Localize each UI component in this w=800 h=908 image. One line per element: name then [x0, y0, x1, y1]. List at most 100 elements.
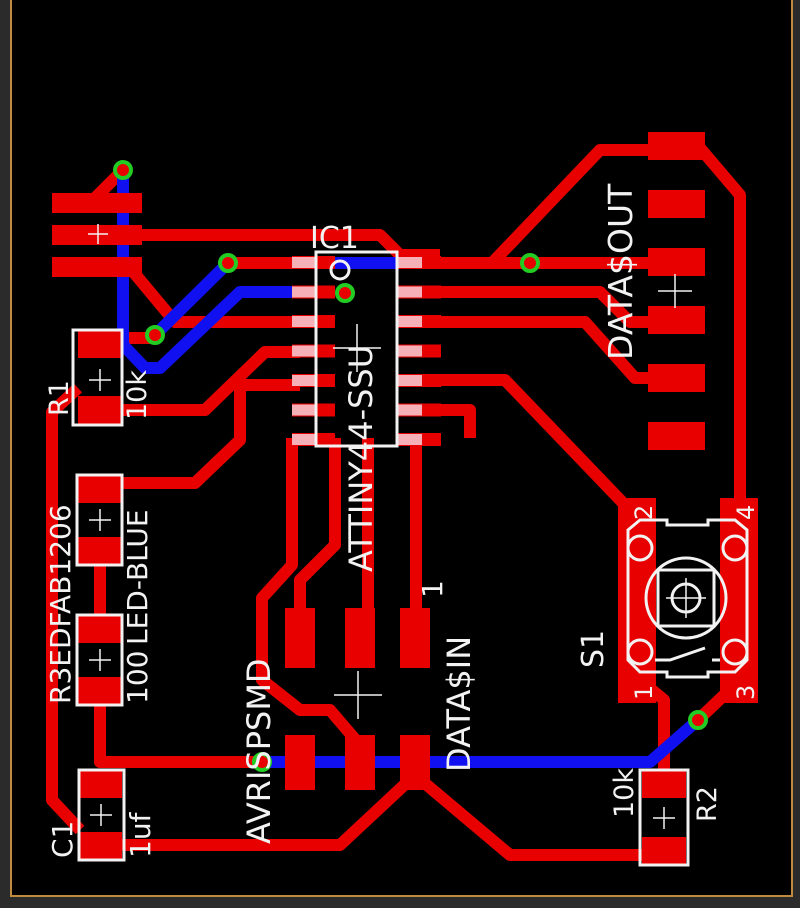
connector-pad — [648, 422, 705, 450]
trace — [150, 258, 233, 340]
c1-pad — [80, 832, 122, 860]
s1-pin-circle — [721, 534, 749, 562]
via — [145, 325, 165, 345]
r2-pad — [642, 837, 686, 865]
isp-pin1-label: 1 — [416, 580, 449, 598]
trace — [46, 383, 85, 835]
ic1-pad-highlight — [398, 286, 422, 298]
r2-pad — [642, 770, 686, 798]
ic1-value: ATTINY44-SSU — [342, 345, 380, 572]
r1-pad — [78, 330, 122, 358]
s1-pin-circle — [626, 638, 654, 666]
ic1-pad-highlight — [398, 257, 422, 268]
connector-pad — [648, 248, 705, 276]
ic1-pin1-marker — [329, 259, 351, 281]
r1-value: 10k — [122, 370, 153, 420]
labels: IC1 ATTINY44-SSU DATA$OUT R1 10k R3EDFAB… — [44, 183, 760, 858]
s1-button-square — [656, 568, 716, 628]
connector-pad — [648, 190, 705, 218]
trace — [440, 286, 660, 328]
vias — [113, 160, 708, 772]
header-pad — [52, 225, 142, 245]
s1-pin-label: 2 — [630, 505, 658, 520]
r2-name: R2 — [692, 786, 723, 822]
trace — [94, 700, 262, 768]
c1-pad — [80, 770, 122, 798]
s1-outline — [626, 518, 749, 679]
header-pad — [52, 193, 142, 213]
s1-pin-label: 4 — [732, 505, 760, 520]
s1-name: S1 — [576, 630, 611, 668]
ic1-pad-highlight — [292, 257, 316, 268]
s1-pin-circle — [626, 534, 654, 562]
via — [113, 160, 133, 180]
led-outline — [75, 473, 124, 567]
ic1-pad-highlight — [292, 375, 316, 386]
s1-pin-label: 3 — [732, 685, 760, 700]
c1-outline — [77, 768, 126, 862]
ic1-pad-highlight — [292, 316, 316, 327]
via — [218, 253, 238, 273]
r1-outline — [71, 328, 124, 427]
isp-pad — [285, 735, 315, 790]
trace — [440, 316, 660, 384]
s1-button — [644, 556, 728, 640]
ic1-outline — [314, 250, 399, 448]
r1-name: R1 — [44, 380, 75, 416]
ic1-pad-highlight — [398, 316, 422, 327]
s1-pin-circle — [721, 638, 749, 666]
origin-crosses — [88, 224, 706, 829]
r3-pad — [78, 615, 122, 643]
via — [335, 283, 355, 303]
via — [688, 710, 708, 730]
pads — [52, 132, 758, 865]
r3-value: 100 — [121, 651, 154, 704]
led-value: LED-BLUE — [121, 509, 154, 645]
trace — [487, 144, 660, 268]
via — [252, 752, 272, 772]
trace — [110, 346, 300, 416]
ic1-pad-highlight — [292, 286, 316, 298]
ic1-pad-highlight — [292, 434, 316, 445]
r1-pad — [78, 396, 122, 424]
s1-switch-symbol — [655, 646, 720, 662]
connector-pad — [648, 132, 705, 160]
header-pad — [52, 257, 142, 277]
ic1-pad-highlight — [398, 375, 422, 386]
connector-value: DATA$OUT — [601, 183, 640, 360]
r3-outline — [75, 613, 124, 707]
trace — [262, 715, 702, 768]
isp-pad — [400, 735, 430, 790]
led-pad — [78, 475, 122, 503]
isp-name: AVRISPSMD — [240, 658, 278, 844]
r2-value: 10k — [609, 768, 640, 818]
trace — [440, 404, 476, 438]
led-name: R3EDFAB1206 — [44, 504, 77, 704]
ic1-pad-highlight — [292, 404, 316, 416]
ic1-pad-highlight — [398, 404, 422, 416]
s1-pin-label: 1 — [630, 685, 658, 700]
trace — [695, 144, 746, 510]
trace — [142, 229, 440, 261]
r2-outline — [638, 768, 690, 867]
connector-pad — [648, 306, 705, 334]
r3-pad — [78, 677, 122, 705]
led-pad — [78, 537, 122, 565]
trace — [294, 438, 341, 615]
trace — [120, 379, 300, 489]
isp-value: DATA$IN — [440, 636, 478, 772]
via — [520, 253, 540, 273]
trace — [440, 374, 630, 510]
trace — [256, 438, 365, 749]
c1-value: 1uf — [124, 811, 157, 858]
isp-pad — [400, 608, 430, 668]
ic1-name: IC1 — [310, 221, 359, 256]
ic1-pad-highlight — [398, 434, 422, 445]
c1-name: C1 — [46, 821, 79, 858]
silkscreen — [71, 250, 749, 867]
board-outline — [10, 0, 793, 897]
ic1-pad-highlight — [292, 345, 316, 357]
connector-pad — [648, 364, 705, 392]
